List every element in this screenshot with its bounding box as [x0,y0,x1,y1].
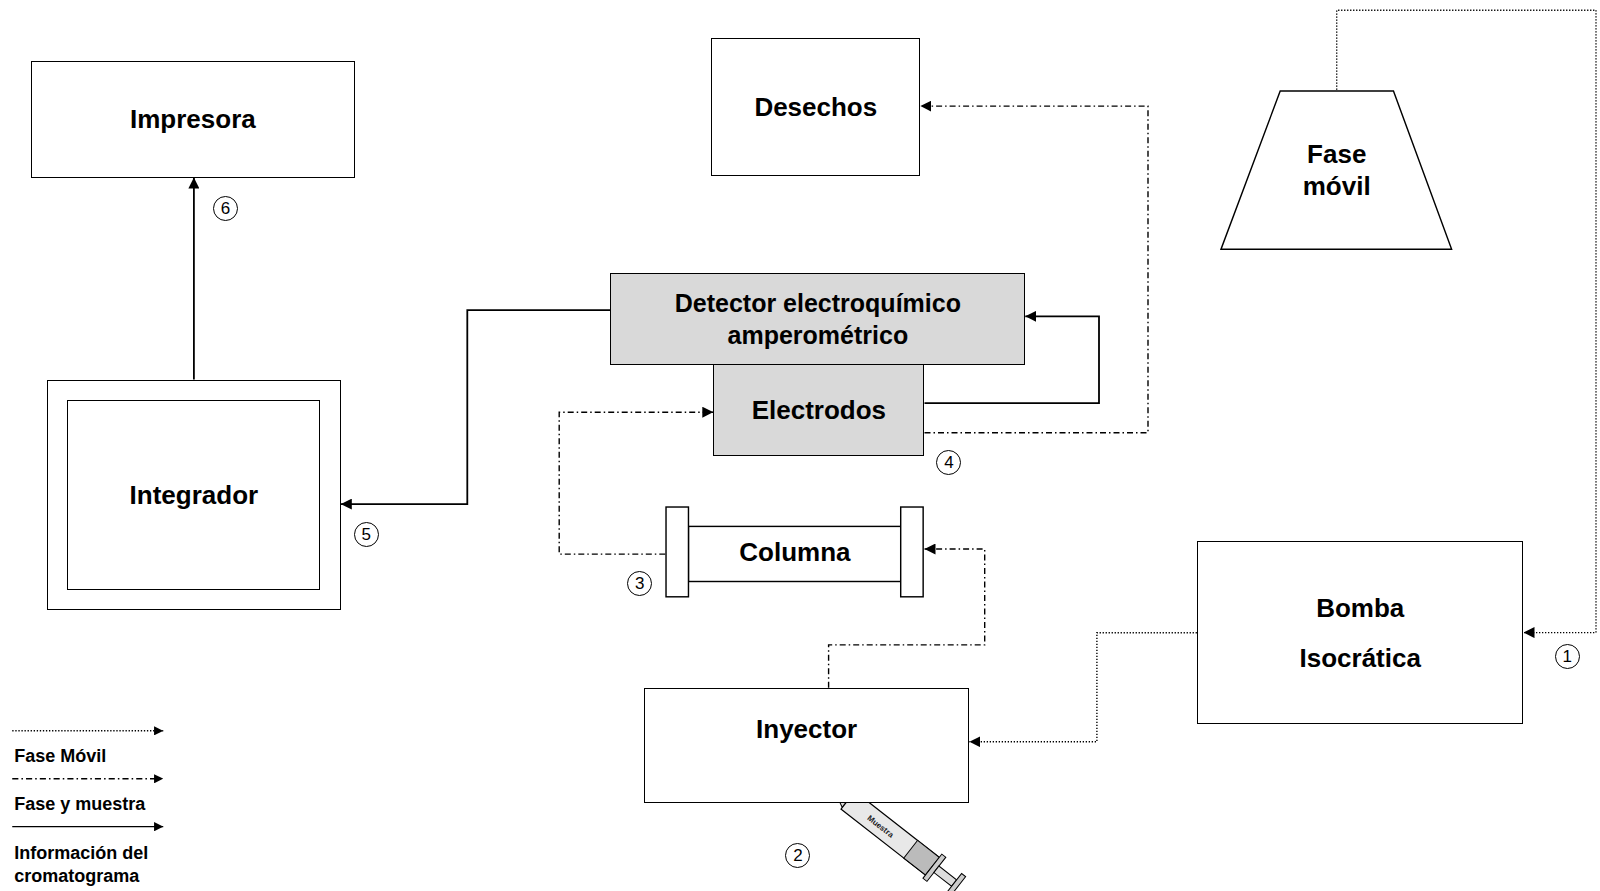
flow-connector [920,106,1148,433]
mobile-phase-reservoir: Fase móvil [1220,90,1453,250]
node-label: Impresora [130,103,256,135]
detector-box: Detector electroquímico amperométrico [610,273,1025,365]
node-label: Inyector [756,713,857,745]
legend-text: Fase Móvil [14,745,264,768]
callout-number: 2 [793,847,802,864]
callout-number: 6 [221,200,230,217]
callout-number: 5 [362,526,371,543]
flow-connector [341,310,611,504]
callout-circle: 5 [354,522,379,547]
callout-number: 1 [1563,648,1572,665]
node-label: Bomba Isocrática [1280,583,1440,683]
node-label: Electrodos [752,394,886,426]
flow-connector [969,633,1197,742]
legend-text: Información del cromatograma [14,842,184,888]
callout-circle: 6 [213,196,238,221]
callout-circle: 4 [936,450,961,475]
column-shape: Columna [665,506,924,598]
node-label: Detector electroquímico amperométrico [611,287,1024,351]
injector-box: Inyector [644,688,970,803]
integrator-box: Integrador [47,380,341,611]
callout-number: 4 [944,454,953,471]
syringe-label: Muestra [865,813,895,839]
callout-circle: 2 [785,843,810,868]
node-label: Integrador [130,479,259,511]
waste-box: Desechos [711,38,920,176]
callout-circle: 3 [627,571,652,596]
node-label: Columna [739,536,850,568]
legend-text: Fase y muestra [14,793,264,816]
pump-box: Bomba Isocrática [1197,541,1524,725]
node-label: Desechos [754,91,877,123]
legend-sample-solid [12,826,163,827]
electrodes-box: Electrodos [713,364,924,456]
legend-sample-dashdot [12,778,163,779]
flow-connector [193,178,195,380]
legend-sample-dotted [12,730,163,731]
printer-box: Impresora [31,61,355,177]
node-label: Fase móvil [1287,138,1387,202]
reservoir-outline [1220,90,1453,250]
callout-number: 3 [635,575,644,592]
callout-circle: 1 [1555,644,1580,669]
